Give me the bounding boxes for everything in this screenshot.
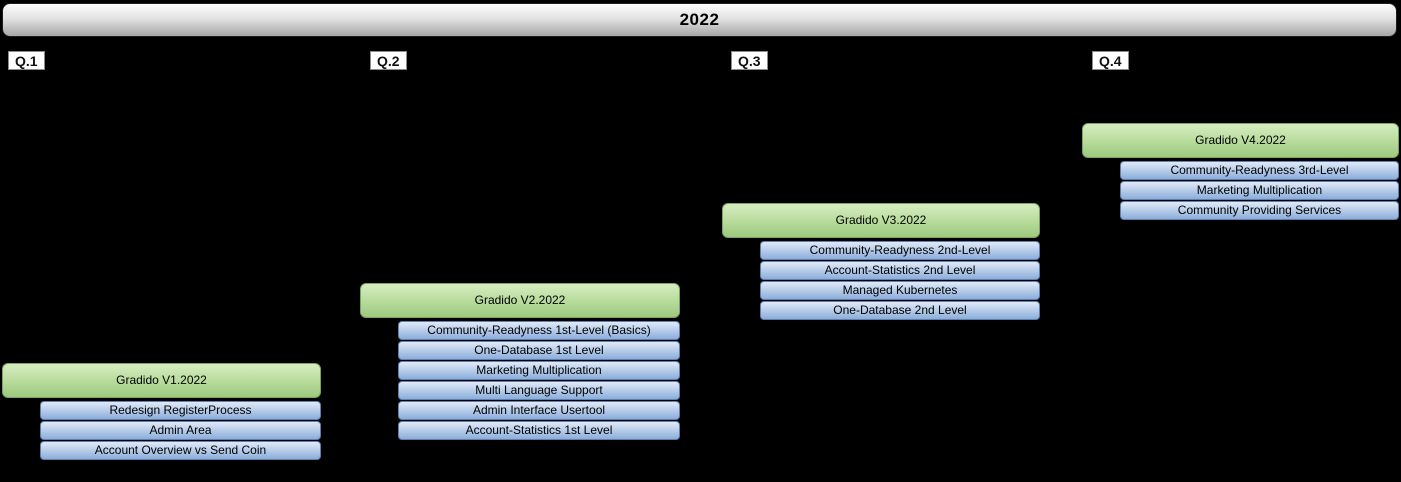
quarter-label: Q.4 xyxy=(1092,51,1129,70)
roadmap-item: Community-Readyness 3rd-Level xyxy=(1120,161,1399,180)
roadmap-item: Admin Interface Usertool xyxy=(398,401,680,420)
roadmap-item: One-Database 1st Level xyxy=(398,341,680,360)
roadmap-item: Community-Readyness 1st-Level (Basics) xyxy=(398,321,680,340)
roadmap-item: Multi Language Support xyxy=(398,381,680,400)
release-box: Gradido V2.2022 xyxy=(360,283,680,318)
roadmap-item: Redesign RegisterProcess xyxy=(40,401,321,420)
quarter-label: Q.2 xyxy=(370,51,407,70)
roadmap-item: Marketing Multiplication xyxy=(1120,181,1399,200)
roadmap-item: Admin Area xyxy=(40,421,321,440)
roadmap-item: Marketing Multiplication xyxy=(398,361,680,380)
roadmap-item: Community-Readyness 2nd-Level xyxy=(760,241,1040,260)
roadmap-item: Community Providing Services xyxy=(1120,201,1399,220)
release-box: Gradido V1.2022 xyxy=(2,363,321,398)
release-box: Gradido V3.2022 xyxy=(722,203,1040,238)
roadmap-item: Managed Kubernetes xyxy=(760,281,1040,300)
roadmap-item: Account-Statistics 1st Level xyxy=(398,421,680,440)
year-title: 2022 xyxy=(679,10,720,29)
release-box: Gradido V4.2022 xyxy=(1082,123,1399,158)
year-header-bar: 2022 xyxy=(2,3,1397,37)
roadmap-item: Account Overview vs Send Coin xyxy=(40,441,321,460)
quarter-label: Q.1 xyxy=(8,51,45,70)
quarter-label: Q.3 xyxy=(731,51,768,70)
roadmap-item: One-Database 2nd Level xyxy=(760,301,1040,320)
roadmap-item: Account-Statistics 2nd Level xyxy=(760,261,1040,280)
